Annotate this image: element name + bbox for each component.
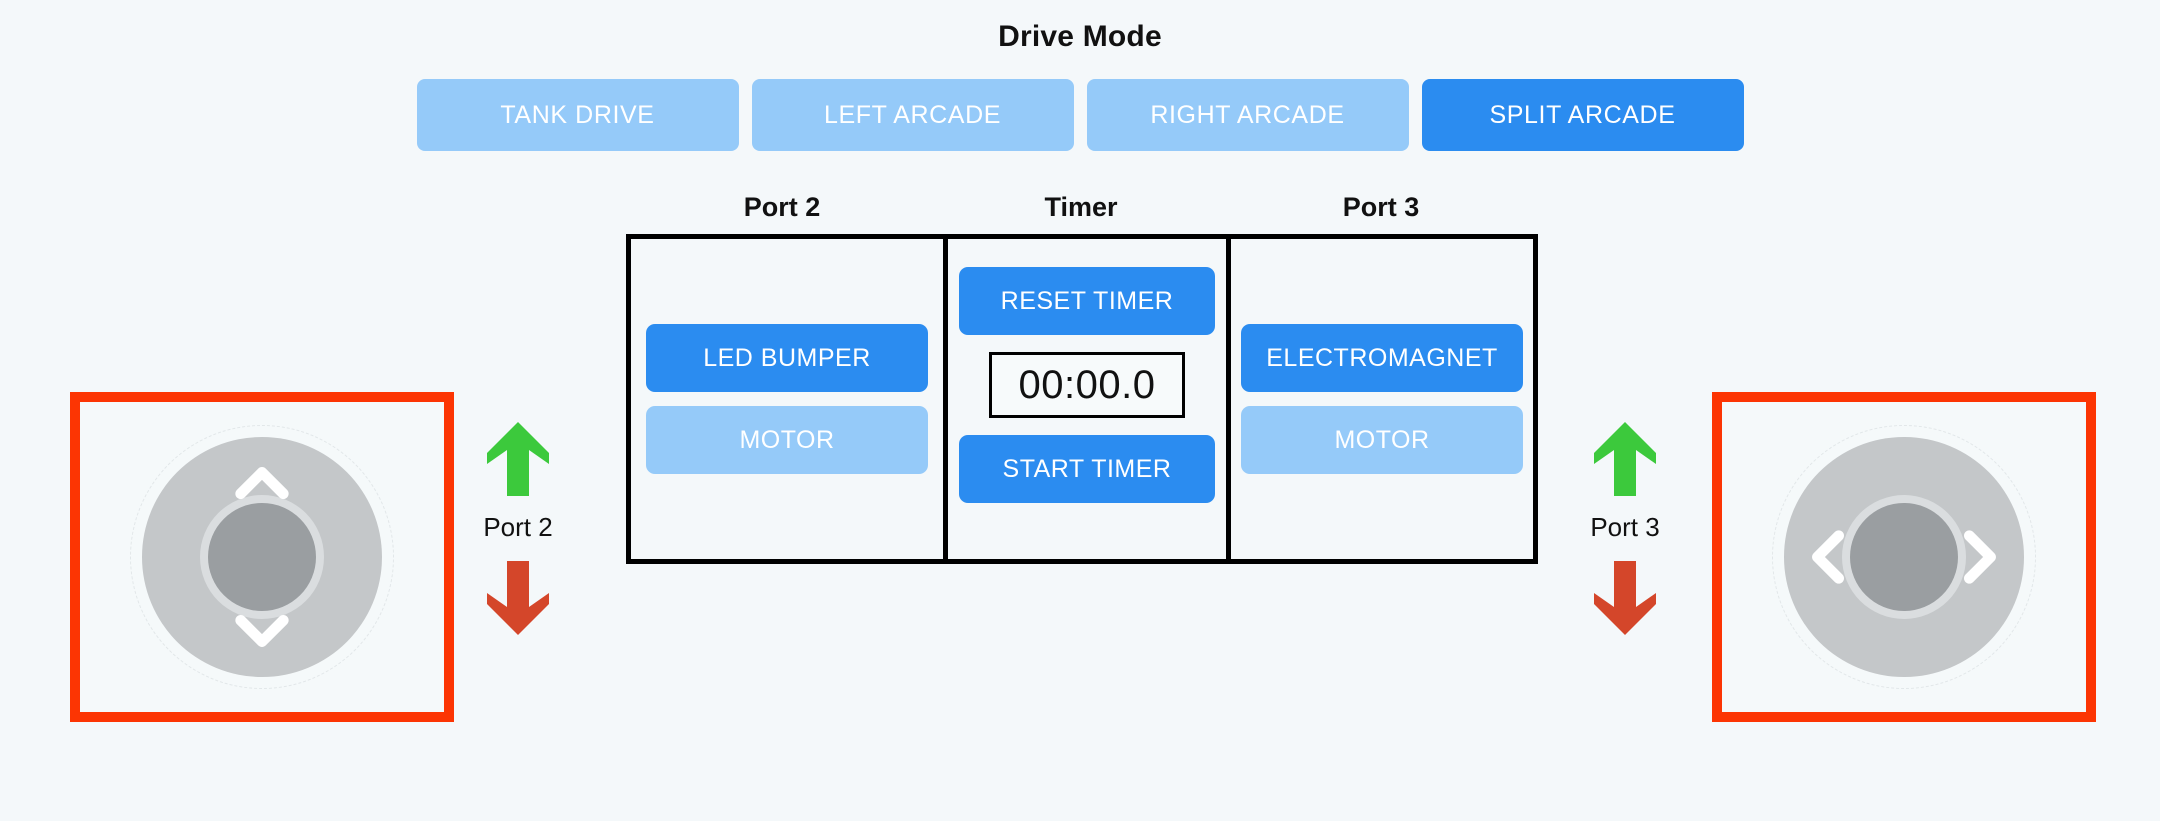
port2-arrow-label: Port 2 — [483, 512, 553, 542]
drive-mode-tank-drive[interactable]: TANK DRIVE — [416, 79, 739, 151]
drive-mode-selector: TANK DRIVE LEFT ARCADE RIGHT ARCADE SPLI… — [0, 79, 2160, 151]
timer-caption: Timer — [1044, 192, 1118, 222]
left-joystick-outer-ring — [130, 425, 394, 689]
port2-led-bumper-button[interactable]: LED BUMPER — [646, 324, 928, 392]
drive-mode-split-arcade[interactable]: SPLIT ARCADE — [1421, 79, 1744, 151]
arrow-up-icon[interactable] — [1592, 420, 1658, 498]
right-joystick-pad[interactable] — [1712, 392, 2096, 722]
drive-mode-right-arcade[interactable]: RIGHT ARCADE — [1086, 79, 1409, 151]
port3-electromagnet-button[interactable]: ELECTROMAGNET — [1241, 324, 1523, 392]
arrow-up-icon[interactable] — [485, 420, 551, 498]
right-joystick-outer-ring — [1772, 425, 2036, 689]
left-joystick-pad[interactable] — [70, 392, 454, 722]
timer-display: 00:00.0 — [989, 352, 1185, 418]
left-joystick-ring — [142, 437, 382, 677]
timer-panel: RESET TIMER 00:00.0 START TIMER — [943, 239, 1231, 559]
port2-caption: Port 2 — [743, 192, 821, 222]
arrow-down-icon[interactable] — [485, 559, 551, 637]
right-joystick-ring — [1784, 437, 2024, 677]
page-title: Drive Mode — [998, 20, 1162, 53]
control-panel-group: LED BUMPER MOTOR RESET TIMER 00:00.0 STA… — [626, 234, 1538, 564]
reset-timer-button[interactable]: RESET TIMER — [959, 267, 1215, 335]
port2-panel: LED BUMPER MOTOR — [631, 239, 943, 559]
port3-arrow-label: Port 3 — [1590, 512, 1660, 542]
start-timer-button[interactable]: START TIMER — [959, 435, 1215, 503]
port3-panel: ELECTROMAGNET MOTOR — [1231, 239, 1533, 559]
port2-motor-button[interactable]: MOTOR — [646, 406, 928, 474]
port2-arrow-controls: Port 2 — [463, 420, 573, 637]
arrow-down-icon[interactable] — [1592, 559, 1658, 637]
port3-arrow-controls: Port 3 — [1570, 420, 1680, 637]
port3-caption: Port 3 — [1342, 192, 1420, 222]
port3-motor-button[interactable]: MOTOR — [1241, 406, 1523, 474]
drive-mode-left-arcade[interactable]: LEFT ARCADE — [751, 79, 1074, 151]
right-joystick-hub[interactable] — [1850, 503, 1958, 611]
panel-captions: Port 2 Timer Port 3 — [626, 192, 1538, 223]
left-joystick-hub[interactable] — [208, 503, 316, 611]
